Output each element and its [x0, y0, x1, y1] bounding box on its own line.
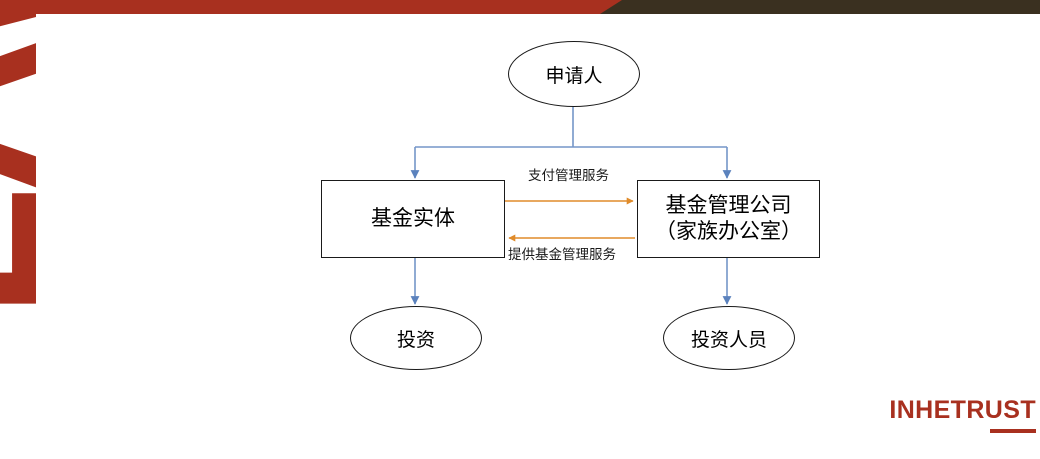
top-bar-dark-segment — [600, 0, 1040, 14]
node-investment-label: 投资 — [396, 329, 435, 351]
node-investment[interactable]: 投资 — [350, 306, 482, 370]
node-fund-entity-label: 基金实体 — [371, 206, 455, 230]
edge-label-provide-management-service: 提供基金管理服务 — [508, 247, 616, 262]
node-investors[interactable]: 投资人员 — [663, 306, 795, 370]
node-fund-entity[interactable]: 基金实体 — [321, 180, 505, 258]
node-applicant-label: 申请人 — [545, 65, 603, 87]
node-applicant[interactable]: 申请人 — [508, 41, 640, 107]
node-management-company-label-line1: 基金管理公司 — [665, 193, 792, 217]
node-management-company-label-line2: （家族办公室） — [655, 220, 802, 243]
node-management-company-label: 基金管理公司 （家族办公室） — [655, 193, 802, 246]
brand-logo-text: INHETRUST — [889, 396, 1036, 424]
node-management-company[interactable]: 基金管理公司 （家族办公室） — [637, 180, 820, 258]
brand-logo-underline — [990, 429, 1036, 433]
node-investors-label: 投资人员 — [690, 329, 767, 351]
brand-logo: INHETRUST — [889, 398, 1036, 433]
edge-label-pay-management-fee: 支付管理服务 — [528, 168, 609, 183]
